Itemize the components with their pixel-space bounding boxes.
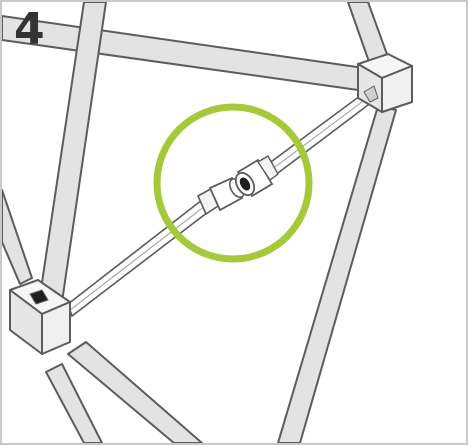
- cable-socket-connector: [234, 155, 279, 198]
- strut-bottom-edge: [45, 363, 103, 443]
- hub-lower-left: [9, 279, 71, 355]
- highlight-ring: [153, 103, 313, 263]
- step-number: 4: [14, 4, 45, 55]
- hub-upper-right: [357, 53, 413, 113]
- strut-far-left: [2, 189, 33, 285]
- strut-bottom-left: [67, 341, 203, 443]
- strut-top-horizontal: [2, 15, 365, 91]
